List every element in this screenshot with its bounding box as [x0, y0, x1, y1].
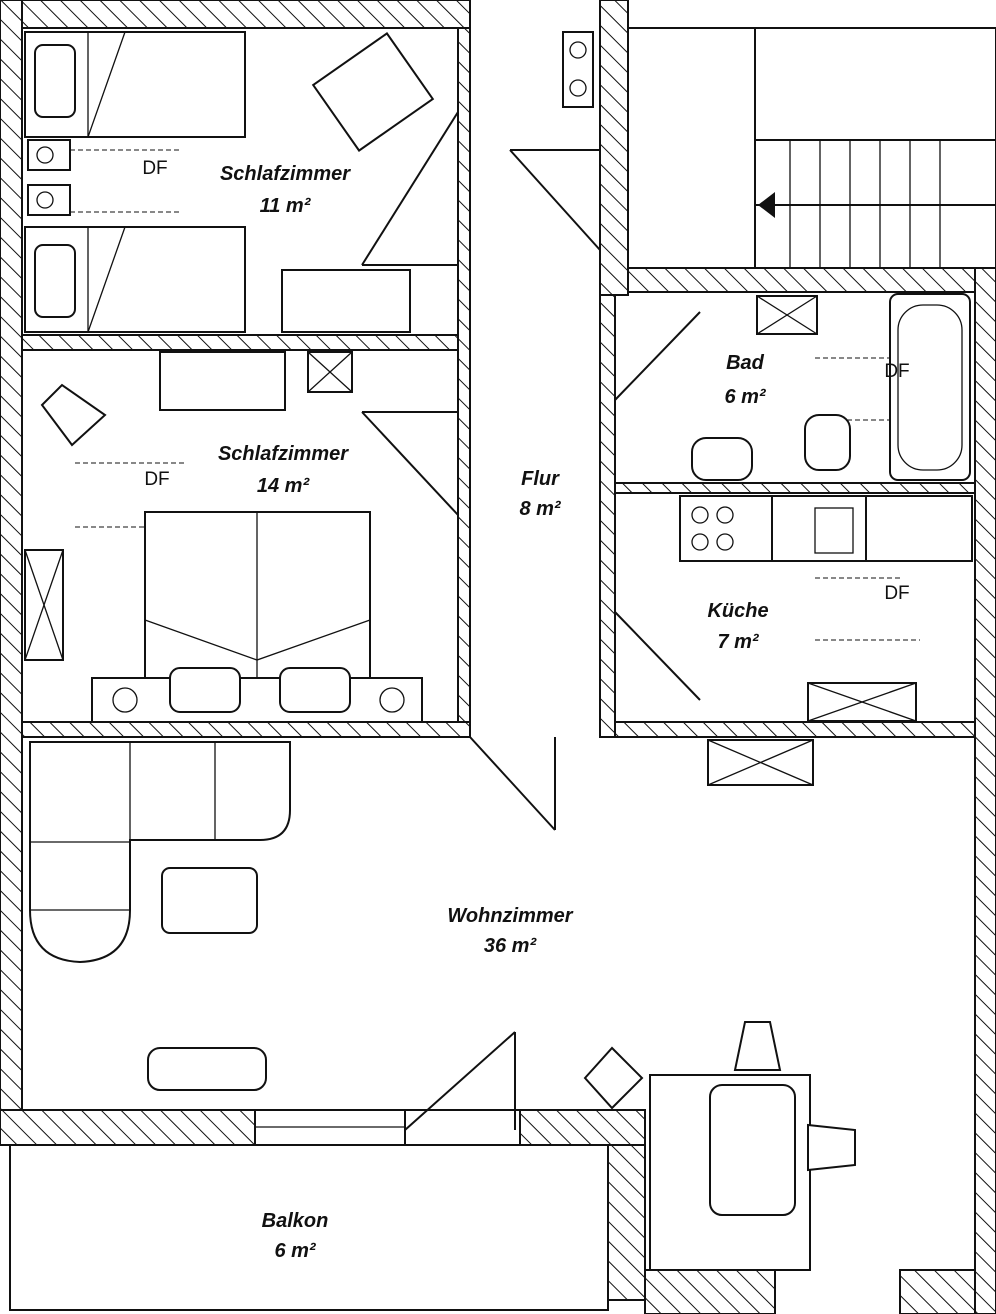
room-area: 6 m²: [724, 386, 766, 408]
df-marker: DF: [144, 469, 169, 490]
df-marker: DF: [142, 158, 167, 179]
staircase: [562, 27, 996, 269]
furniture-bedroom-2: [24, 351, 423, 723]
openings: [9, 111, 701, 1311]
furniture-living-room: [29, 739, 856, 1271]
room-name: Schlafzimmer: [220, 163, 351, 185]
room-area: 7 m²: [717, 631, 759, 653]
room-name: Küche: [707, 600, 768, 622]
room-area: 6 m²: [274, 1240, 316, 1262]
room-area: 36 m²: [484, 935, 538, 957]
room-area: 14 m²: [257, 475, 311, 497]
room-area: 11 m²: [260, 195, 312, 217]
room-labels: Schlafzimmer 11 m² Schlafzimmer 14 m² Fl…: [142, 158, 909, 1262]
df-marker: DF: [884, 583, 909, 604]
arrow-icon: [758, 192, 775, 218]
room-area: 8 m²: [519, 498, 561, 520]
df-marker: DF: [884, 361, 909, 382]
room-name: Bad: [726, 352, 765, 374]
room-name: Schlafzimmer: [218, 443, 349, 465]
furniture-bath-kitchen: [679, 293, 973, 722]
furniture-bedroom-1: [24, 31, 435, 333]
room-name: Flur: [521, 468, 560, 490]
room-name: Balkon: [262, 1210, 329, 1232]
room-name: Wohnzimmer: [447, 905, 573, 927]
